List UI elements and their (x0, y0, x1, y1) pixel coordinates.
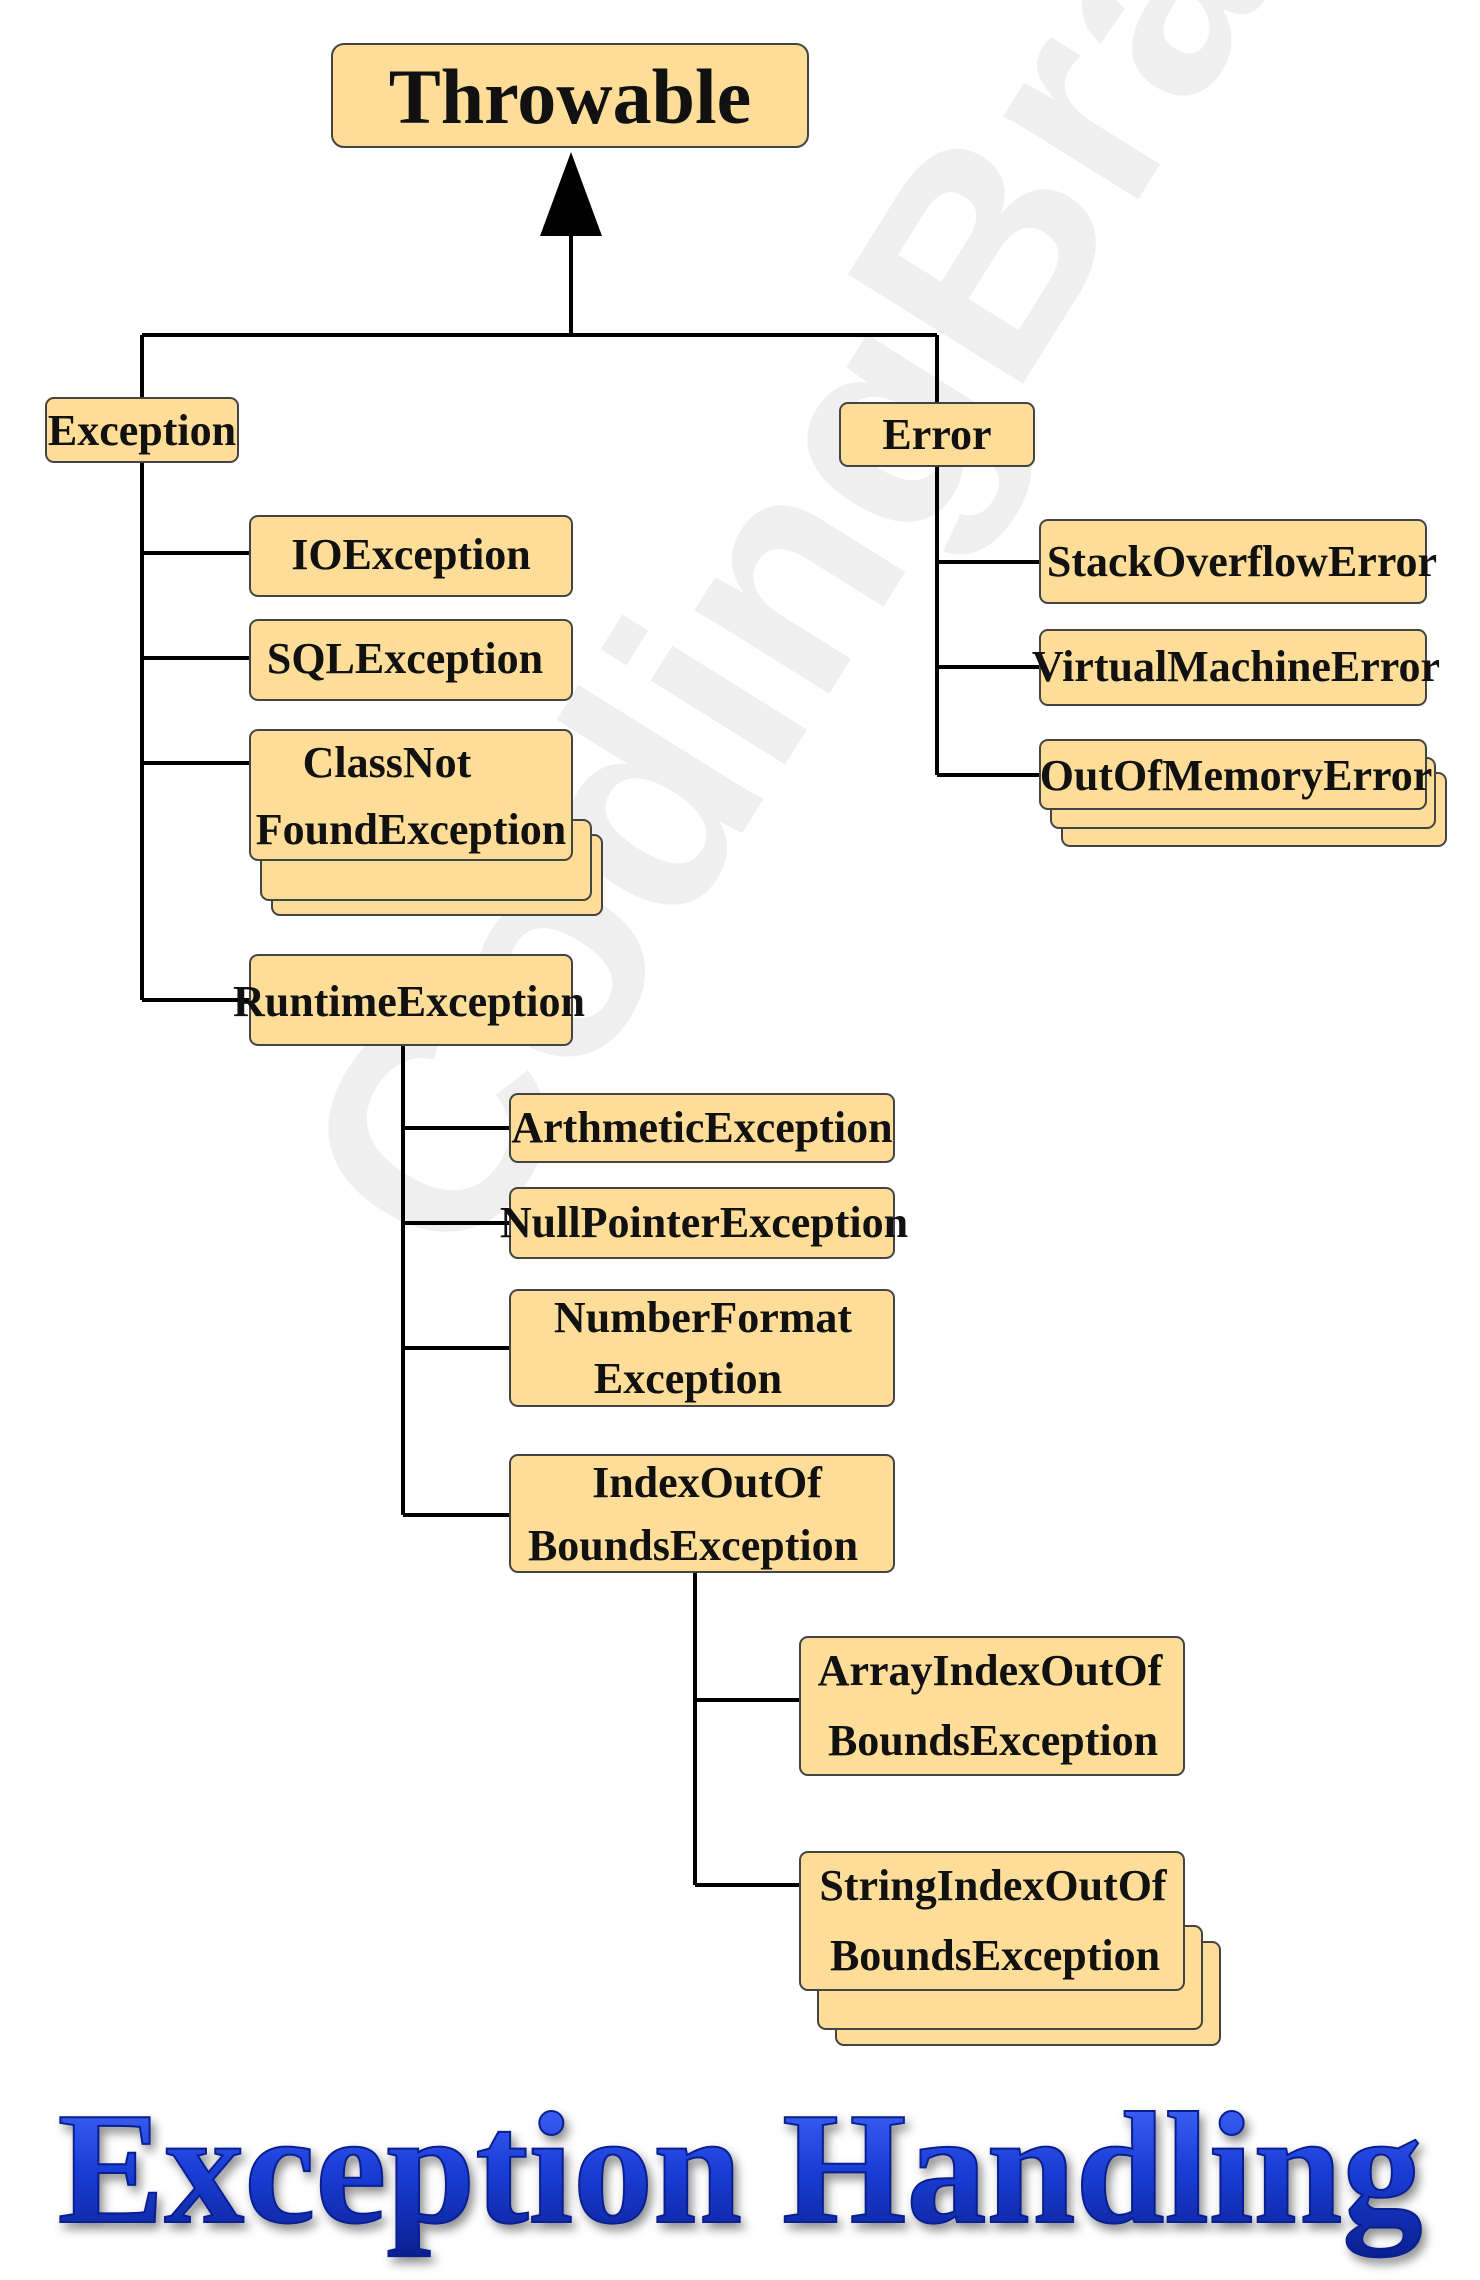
node-throwable-label: Throwable (389, 53, 752, 140)
node-outofmemoryerror-label: OutOfMemoryError (1040, 751, 1433, 800)
node-classnotfoundexception: ClassNot FoundException (249, 729, 603, 916)
node-indexoutofbounds-line2: BoundsException (528, 1521, 858, 1570)
node-outofmemoryerror: OutOfMemoryError (1039, 739, 1447, 847)
node-stackoverflowerror-label: StackOverflowError (1047, 537, 1437, 586)
node-ioexception-label: IOException (291, 530, 531, 579)
node-stringindex-line2: BoundsException (830, 1931, 1160, 1980)
node-indexoutofbounds-line1: IndexOutOf (592, 1458, 823, 1507)
node-stackoverflowerror: StackOverflowError (1039, 519, 1437, 604)
node-error-label: Error (882, 410, 991, 459)
node-nullpointerexception-label: NullPointerException (500, 1198, 908, 1247)
node-sqlexception-label: SQLException (267, 634, 543, 683)
node-classnotfound-line2: FoundException (256, 805, 567, 854)
node-error: Error (839, 402, 1035, 467)
node-exception: Exception (45, 397, 239, 463)
node-ioexception: IOException (249, 515, 573, 597)
node-sqlexception: SQLException (249, 619, 573, 701)
inheritance-arrow-head (540, 152, 602, 236)
node-nullpointerexception: NullPointerException (500, 1187, 908, 1259)
node-runtimeexception: RuntimeException (233, 954, 585, 1046)
node-arrayindex-line2: BoundsException (828, 1716, 1158, 1765)
connectors (140, 230, 1040, 1887)
node-arrayindex-line1: ArrayIndexOutOf (818, 1646, 1164, 1695)
page-title: Exception Handling (58, 2079, 1423, 2258)
node-numberformat-line2: Exception (594, 1354, 782, 1403)
node-stringindex-line1: StringIndexOutOf (819, 1861, 1168, 1910)
node-throwable: Throwable (331, 43, 809, 148)
node-exception-label: Exception (48, 406, 236, 455)
node-indexoutofboundsexception: IndexOutOf BoundsException (509, 1454, 895, 1573)
node-runtimeexception-label: RuntimeException (233, 977, 585, 1026)
node-arithmeticexception: ArthmeticException (509, 1093, 895, 1163)
node-numberformatexception: NumberFormat Exception (509, 1289, 895, 1407)
node-virtualmachineerror: VirtualMachineError (1032, 629, 1440, 706)
node-virtualmachineerror-label: VirtualMachineError (1032, 642, 1440, 691)
node-arrayindexoutofboundsexception: ArrayIndexOutOf BoundsException (799, 1636, 1185, 1776)
node-arithmeticexception-label: ArthmeticException (511, 1103, 892, 1152)
node-classnotfound-line1: ClassNot (303, 738, 472, 787)
node-stringindexoutofboundsexception: StringIndexOutOf BoundsException (799, 1851, 1221, 2046)
node-numberformat-line1: NumberFormat (554, 1293, 852, 1342)
